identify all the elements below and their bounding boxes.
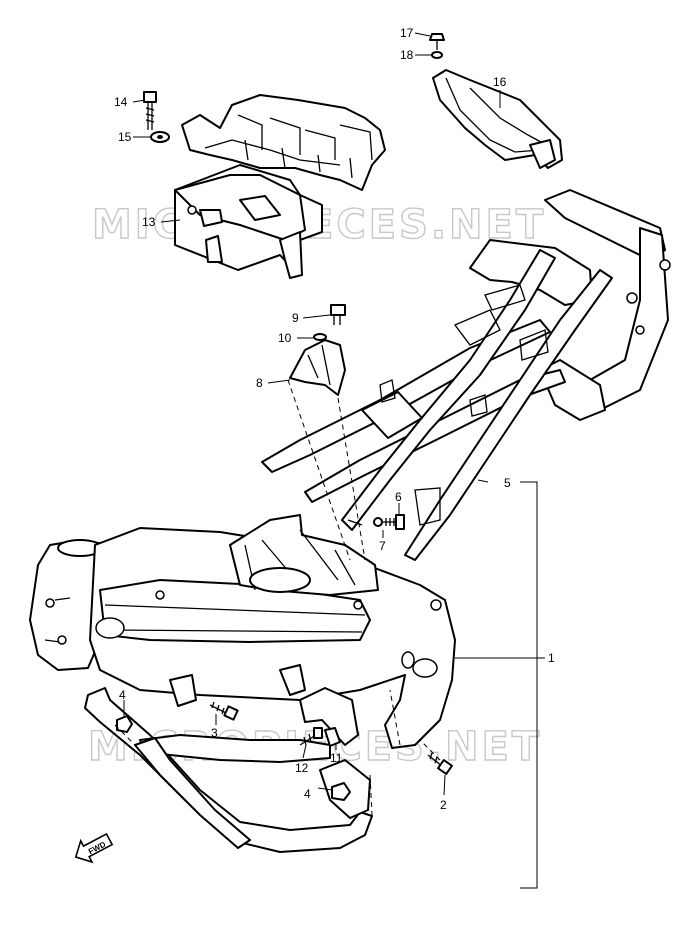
- callout-14: 14: [114, 95, 128, 109]
- callout-4-lower: 4: [304, 787, 311, 801]
- callout-16: 16: [493, 75, 507, 89]
- callout-18: 18: [400, 48, 414, 62]
- rear-subframe-part: [261, 189, 671, 561]
- main-frame-part: [29, 514, 456, 749]
- callout-8: 8: [256, 376, 263, 390]
- callout-13: 13: [142, 215, 156, 229]
- bolt-17-icon: [429, 33, 445, 50]
- bolt-12-icon: [299, 727, 323, 746]
- washer-10-icon: [313, 333, 327, 341]
- callout-15: 15: [118, 130, 132, 144]
- callout-labels: 1 2 3 4 4 5 6 7 8 9 10 11 12 13 14 15 16…: [114, 26, 555, 812]
- callout-3: 3: [211, 726, 218, 740]
- bolt-6-icon: [373, 514, 405, 530]
- callout-11: 11: [330, 751, 343, 765]
- nut-18-icon: [431, 51, 443, 59]
- callout-1: 1: [548, 651, 555, 665]
- callout-7: 7: [379, 539, 386, 553]
- nut-4-bottom-icon: [331, 782, 351, 801]
- washer-15-icon: [150, 131, 170, 143]
- callout-4-upper: 4: [119, 688, 126, 702]
- battery-holder-part: [174, 94, 386, 279]
- callout-10: 10: [278, 331, 292, 345]
- bolt-7-icon: [347, 519, 363, 526]
- bolt-3-icon: [209, 701, 239, 721]
- bracket-11-icon: [324, 727, 341, 747]
- bolt-9-icon: [330, 304, 346, 325]
- bolt-14-icon: [143, 91, 157, 130]
- leader-lines: [114, 32, 545, 889]
- small-bracket-part: [289, 339, 346, 396]
- callout-17: 17: [400, 26, 414, 40]
- callout-6: 6: [395, 490, 402, 504]
- rear-bracket-part: [432, 69, 563, 169]
- callout-9: 9: [292, 311, 299, 325]
- fwd-arrow-icon: FWD: [74, 832, 114, 864]
- callout-5: 5: [504, 476, 511, 490]
- callout-12: 12: [295, 761, 309, 775]
- callout-2: 2: [440, 798, 447, 812]
- bolt-2-icon: [427, 752, 453, 775]
- nut-4-top-icon: [116, 715, 133, 733]
